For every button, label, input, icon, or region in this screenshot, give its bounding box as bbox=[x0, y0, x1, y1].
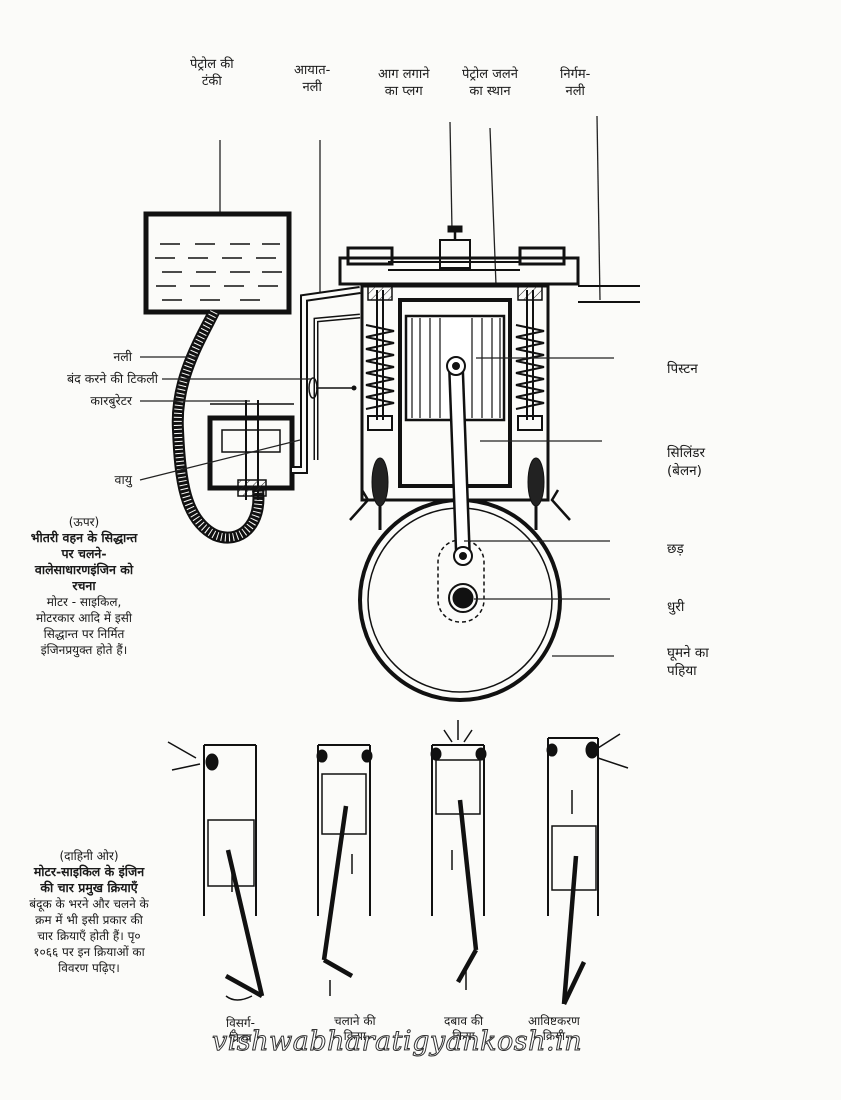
connecting-rod bbox=[446, 356, 473, 566]
label-pipe: नली bbox=[113, 349, 132, 364]
carburettor bbox=[207, 400, 295, 500]
label-air: वायु bbox=[114, 472, 132, 487]
label-rod: छड़ bbox=[667, 541, 684, 557]
stroke-diagram-3 bbox=[430, 720, 487, 990]
caption-engine-structure: (ऊपर) भीतरी वहन के सिद्धान्त पर चलने-वाल… bbox=[30, 515, 138, 657]
cams bbox=[349, 457, 571, 530]
label-spark-plug: आग लगानेका प्लग bbox=[378, 67, 430, 99]
label-carburettor: कारबुरेटर bbox=[90, 393, 132, 408]
label-compression-stroke: दबाव कीक्रिया bbox=[444, 1014, 484, 1043]
label-piston: पिस्टन bbox=[667, 361, 698, 377]
label-intake-pipe: आयात-नली bbox=[294, 63, 331, 95]
label-exhaust-stroke: विसर्ग-क्रिया bbox=[226, 1016, 255, 1045]
label-petrol-tank: पेट्रोल कीटंकी bbox=[190, 57, 234, 89]
label-power-stroke: चलाने कीक्रिया bbox=[334, 1014, 376, 1043]
petrol-tank bbox=[143, 211, 292, 315]
label-combustion-chamber: पेट्रोल जलनेका स्थान bbox=[462, 67, 518, 99]
right-leader-lines bbox=[464, 357, 614, 657]
left-leader-lines bbox=[139, 356, 312, 481]
label-shutoff-tab: बंद करने की टिकली bbox=[66, 371, 158, 386]
stroke-diagram-2 bbox=[316, 744, 373, 996]
cylinder-head bbox=[338, 225, 640, 303]
caption-four-strokes: (दाहिनी ओर) मोटर-साइकिल के इंजिन की चार … bbox=[29, 849, 149, 975]
stroke-diagram-1 bbox=[167, 741, 265, 1001]
label-exhaust-pipe: निर्गम-नली bbox=[560, 67, 591, 99]
label-axle: धुरी bbox=[667, 599, 685, 615]
label-flywheel: घूमने कापहिया bbox=[667, 645, 709, 679]
watermark: vishwabharatigyankosh.in bbox=[211, 1026, 583, 1058]
stroke-diagram-4 bbox=[546, 733, 629, 1005]
label-cylinder: सिलिंडर(बेलन) bbox=[667, 445, 706, 479]
